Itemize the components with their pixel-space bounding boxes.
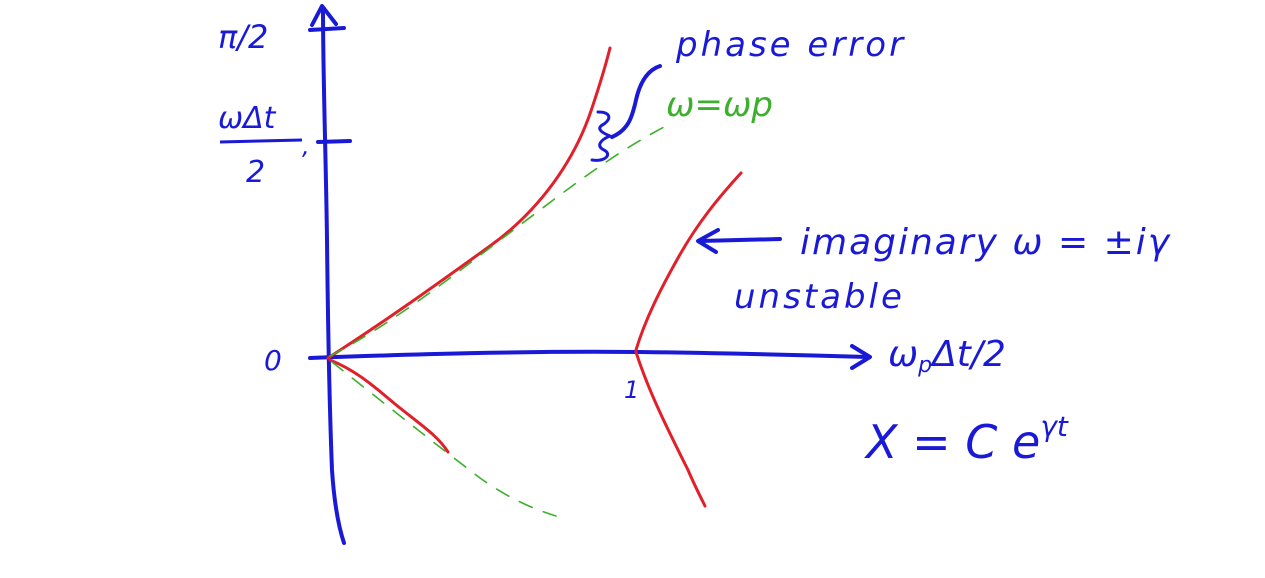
y-axis-arrowhead (310, 4, 338, 27)
fraction-bar (219, 138, 303, 144)
origin-label: 0 (264, 344, 282, 377)
y-axis-one-tick (316, 139, 352, 144)
imaginary-label: imaginary ω = ±iγ (800, 222, 1171, 263)
omega-equals-omega-p-label: ω=ωp (666, 85, 773, 125)
lower-dispersion-curve (328, 358, 450, 454)
x-axis-one-label: 1 (624, 376, 639, 404)
y-axis-one-mark: , (302, 132, 310, 160)
x-axis-arrowhead (850, 344, 872, 370)
phase-error-brace-connector (610, 64, 662, 139)
phase-error-brace (590, 110, 612, 162)
x-axis (308, 349, 870, 360)
unstable-label: unstable (734, 277, 905, 317)
y-axis-fraction-numerator: ωΔt (218, 101, 277, 136)
y-axis-fraction-denominator: 2 (246, 155, 265, 190)
phase-error-label: phase error (675, 25, 906, 65)
y-axis-top-label: π/2 (218, 18, 268, 56)
x-axis-label: ωpΔt/2 (888, 334, 1006, 378)
imaginary-branch-lower (634, 350, 707, 508)
exact-dispersion-upper (329, 123, 671, 357)
exact-dispersion-lower (331, 361, 557, 517)
y-axis-top-tick (308, 26, 346, 32)
upper-dispersion-curve (326, 46, 612, 360)
imaginary-branch-upper (634, 171, 743, 352)
solution-formula: X = C eγt (864, 410, 1069, 469)
arrow-to-imaginary-branch (696, 228, 782, 254)
y-axis (321, 6, 346, 545)
